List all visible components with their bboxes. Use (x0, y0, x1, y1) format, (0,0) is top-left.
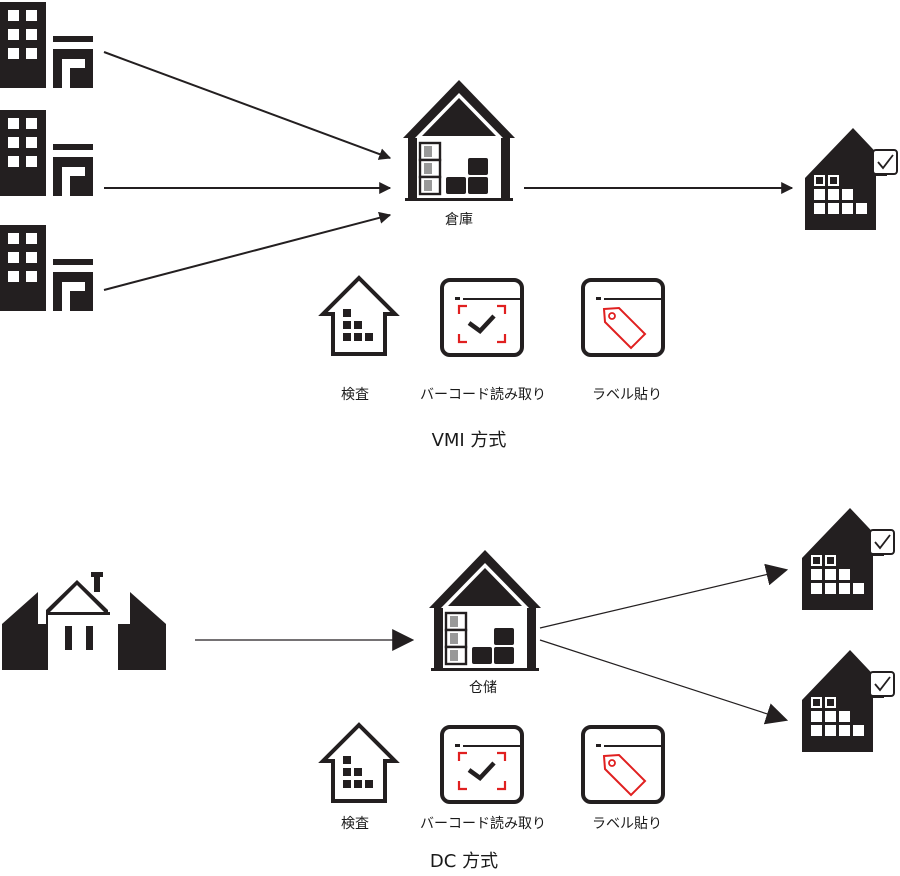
vmi-section (0, 2, 898, 357)
vmi-label-tag-icon (581, 278, 665, 357)
arrow-supplier-3-to-warehouse (103, 211, 392, 291)
dc-warehouse-label: 仓储 (469, 680, 497, 696)
supplier-factory-icon-1 (0, 2, 93, 88)
dc-label-tag-icon (581, 725, 665, 804)
dc-warehouse-icon (427, 548, 543, 673)
dc-label-labeling: ラベル貼り (592, 816, 662, 832)
supplier-factory-icon-3 (0, 225, 93, 311)
manufacturer-icon (2, 572, 166, 670)
vmi-inspection-icon (321, 276, 397, 356)
dc-caption: DC 方式 (429, 851, 499, 872)
supplier-factory-icon-2 (0, 110, 93, 196)
vmi-customer-icon (804, 127, 898, 231)
vmi-warehouse-icon (401, 78, 517, 203)
dc-section (2, 507, 895, 804)
dc-store-icon-2 (801, 649, 895, 753)
arrow-supplier-1-to-warehouse (103, 51, 392, 160)
dc-label-inspection: 検査 (341, 816, 369, 832)
dc-store-icon-1 (801, 507, 895, 611)
vmi-label-barcode-scan: バーコード読み取り (420, 387, 546, 403)
dc-inspection-icon (321, 723, 397, 803)
vmi-label-inspection: 検査 (341, 387, 369, 403)
dc-barcode-scan-icon (442, 727, 522, 802)
dc-label-barcode-scan: バーコード読み取り (420, 816, 546, 832)
vmi-barcode-scan-icon (442, 280, 522, 355)
arrow-warehouse-to-store-2 (539, 639, 789, 725)
vmi-label-labeling: ラベル貼り (592, 387, 662, 403)
arrow-warehouse-to-store-1 (539, 563, 789, 629)
vmi-warehouse-label: 倉庫 (445, 212, 473, 228)
vmi-caption: VMI 方式 (431, 430, 507, 451)
